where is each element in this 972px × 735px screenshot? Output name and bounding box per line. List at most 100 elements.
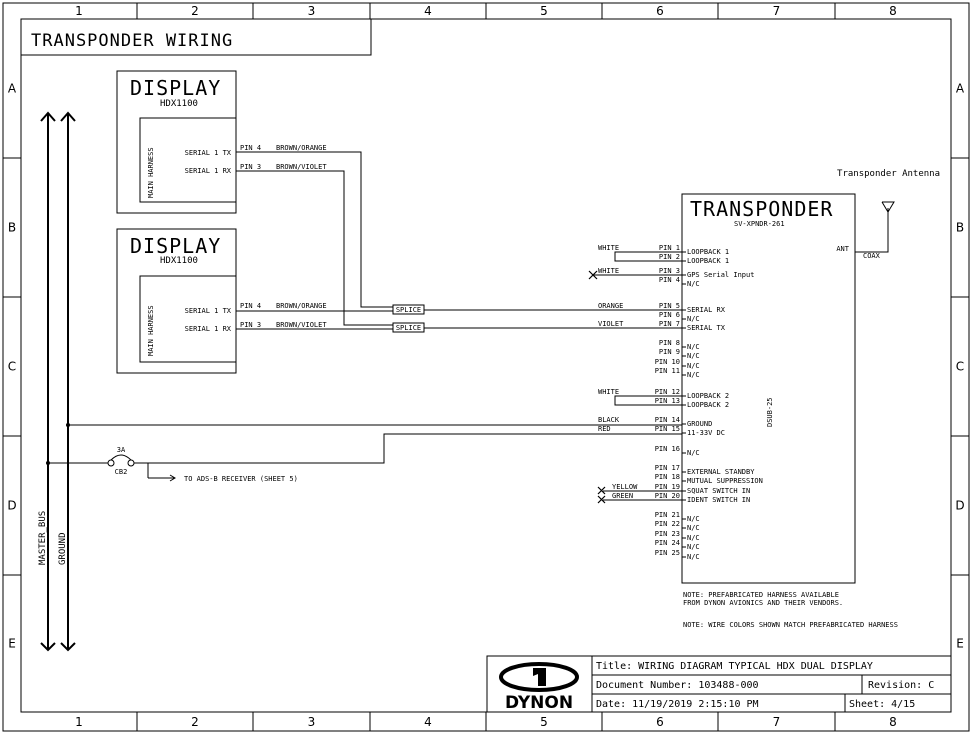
grid-col-label-top: 7	[773, 4, 781, 18]
pin-number: PIN 6	[659, 311, 680, 319]
pin-function: N/C	[687, 534, 700, 542]
diagram-title: Title: WIRING DIAGRAM TYPICAL HDX DUAL D…	[596, 661, 873, 672]
pin-number: PIN 11	[655, 367, 680, 375]
pin-function: N/C	[687, 515, 700, 523]
antenna: COAX Transponder Antenna	[837, 169, 940, 260]
pin-function: LOOPBACK 1	[687, 257, 729, 265]
ant-label: ANT	[836, 245, 849, 253]
sheet-number: Sheet: 4/15	[849, 699, 915, 710]
pin-number: PIN 21	[655, 511, 680, 519]
grid-col-label-top: 5	[540, 4, 548, 18]
pin-function: N/C	[687, 553, 700, 561]
transponder-pin-13: PIN 13 LOOPBACK 2	[655, 397, 729, 409]
grid-row-label-left: D	[7, 499, 16, 513]
pin-number: PIN 3	[659, 267, 680, 275]
grid-col-label-bottom: 2	[191, 715, 199, 729]
transponder-pin-2: PIN 2 LOOPBACK 1	[659, 253, 729, 265]
pin-wire-color: WHITE	[598, 267, 619, 275]
ground-bus-label: GROUND	[58, 532, 68, 565]
splice-2-label: SPLICE	[396, 324, 421, 332]
pin-function: LOOPBACK 1	[687, 248, 729, 256]
grid-col-label-bottom: 7	[773, 715, 781, 729]
display-2-rx-wire: BROWN/VIOLET	[276, 321, 327, 329]
pin-function: N/C	[687, 362, 700, 370]
grid-row-label-right: E	[956, 637, 964, 651]
dynon-logo: DYNON	[499, 662, 579, 713]
grid-col-label-top: 1	[75, 4, 83, 18]
pin-function: LOOPBACK 2	[687, 401, 729, 409]
note-harness-2: FROM DYNON AVIONICS AND THEIR VENDORS.	[683, 599, 843, 607]
transponder-pin-22: PIN 22 N/C	[655, 520, 700, 532]
grid-row-label-left: B	[8, 221, 16, 235]
pin-function: N/C	[687, 524, 700, 532]
revision: Revision: C	[868, 680, 934, 691]
date: Date: 11/19/2019 2:15:10 PM	[596, 699, 759, 710]
sheet-title: TRANSPONDER WIRING	[31, 31, 233, 51]
grid-row-label-right: B	[956, 221, 964, 235]
pin-number: PIN 23	[655, 530, 680, 538]
pin-function: EXTERNAL STANDBY	[687, 468, 755, 476]
grid-col-label-top: 2	[191, 4, 199, 18]
transponder-pin-21: PIN 21 N/C	[655, 511, 700, 523]
pin-function: MUTUAL SUPPRESSION	[687, 477, 763, 485]
display-1-tx-wire: BROWN/ORANGE	[276, 144, 327, 152]
pin-function: N/C	[687, 371, 700, 379]
display-2: DISPLAY HDX1100 MAIN HARNESS SERIAL 1 TX…	[116, 228, 327, 374]
breaker-name: CB2	[115, 468, 128, 476]
grid-row-label-right: C	[956, 360, 964, 374]
transponder-connector: DSUB-25	[766, 397, 774, 427]
title-block: DYNON Title: WIRING DIAGRAM TYPICAL HDX …	[486, 655, 952, 713]
splice-1-label: SPLICE	[396, 306, 421, 314]
display-2-tx-wire: BROWN/ORANGE	[276, 302, 327, 310]
pin-function: 11-33V DC	[687, 429, 725, 437]
pin-number: PIN 22	[655, 520, 680, 528]
pin-wire-color: YELLOW	[612, 483, 638, 491]
document-number: Document Number: 103488-000	[596, 680, 759, 691]
splice-2: SPLICE	[392, 322, 425, 333]
breaker-destination: TO ADS-B RECEIVER (SHEET 5)	[184, 475, 298, 483]
pin-function: N/C	[687, 543, 700, 551]
grid-col-label-top: 4	[424, 4, 432, 18]
pin-number: PIN 10	[655, 358, 680, 366]
pin-number: PIN 7	[659, 320, 680, 328]
logo-text: DYNON	[505, 693, 573, 713]
grid-col-label-top: 6	[656, 4, 664, 18]
sheet-title-box	[20, 18, 372, 56]
grid-row-label-right: A	[956, 82, 965, 96]
pin-function: N/C	[687, 280, 700, 288]
display-2-rx-signal: SERIAL 1 RX	[185, 325, 232, 333]
display-1-model: HDX1100	[160, 99, 198, 109]
pin-wire-color: ORANGE	[598, 302, 623, 310]
pin-function: GPS Serial Input	[687, 271, 754, 279]
master-bus-label: MASTER_BUS	[38, 511, 48, 565]
transponder-pin-10: PIN 10 N/C	[655, 358, 700, 370]
pin-wire-color: VIOLET	[598, 320, 624, 328]
inner-frame	[20, 18, 952, 713]
grid-row-label-left: E	[8, 637, 16, 651]
grid-col-label-bottom: 4	[424, 715, 432, 729]
pin-number: PIN 13	[655, 397, 680, 405]
pin-wire-color: GREEN	[612, 492, 633, 500]
pin-number: PIN 12	[655, 388, 680, 396]
grid-col-label-bottom: 3	[308, 715, 316, 729]
pin-number: PIN 2	[659, 253, 680, 261]
pin-function: IDENT SWITCH IN	[687, 496, 750, 504]
display-1-tx-pin: PIN 4	[240, 144, 261, 152]
transponder-pin-3: PIN 3 GPS Serial Input WHITE	[598, 267, 754, 279]
display-1-rx-pin: PIN 3	[240, 163, 261, 171]
grid-col-label-bottom: 6	[656, 715, 664, 729]
transponder-pin-23: PIN 23 N/C	[655, 530, 700, 542]
pin-number: PIN 8	[659, 339, 680, 347]
